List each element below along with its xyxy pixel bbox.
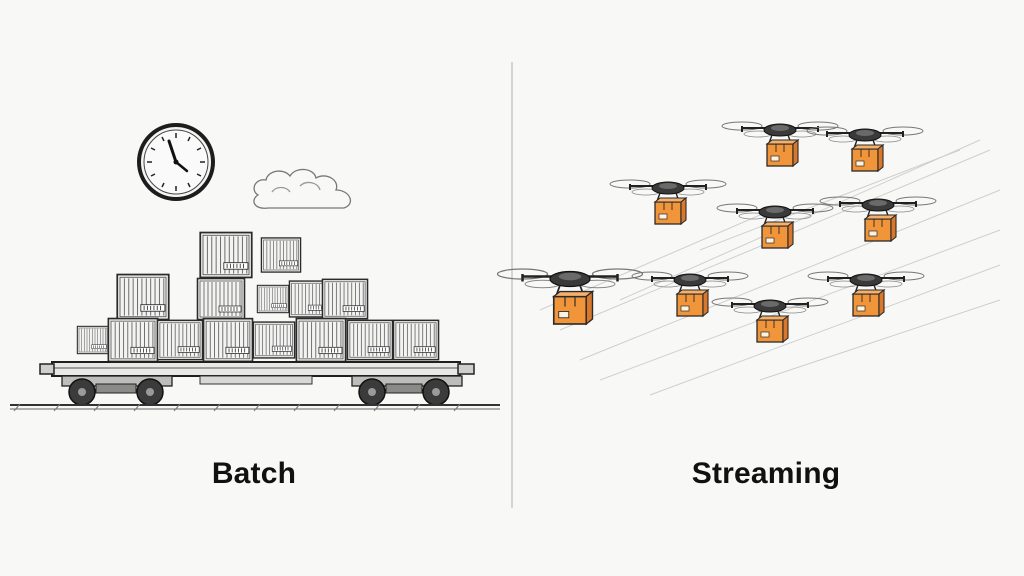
delivery-drone-icon bbox=[496, 267, 644, 326]
freight-train-car-icon bbox=[39, 361, 475, 406]
shipping-container-icon bbox=[260, 237, 302, 273]
shipping-container-icon bbox=[256, 284, 290, 314]
shipping-container-icon bbox=[321, 278, 369, 320]
clock-icon bbox=[137, 123, 215, 201]
delivery-drone-icon bbox=[631, 271, 749, 317]
shipping-container-icon bbox=[252, 321, 296, 359]
delivery-drone-icon bbox=[721, 121, 839, 167]
cloud-icon bbox=[253, 168, 352, 209]
shipping-container-icon bbox=[346, 319, 394, 361]
delivery-drone-icon bbox=[806, 126, 924, 172]
shipping-container-icon bbox=[196, 277, 246, 321]
batch-label: Batch bbox=[211, 457, 297, 490]
shipping-container-icon bbox=[156, 319, 204, 361]
shipping-container-icon bbox=[295, 317, 347, 363]
shipping-container-icon bbox=[392, 319, 440, 361]
shipping-container-icon bbox=[107, 317, 159, 363]
shipping-container-icon bbox=[76, 325, 110, 355]
delivery-drone-icon bbox=[609, 179, 727, 225]
shipping-container-icon bbox=[202, 317, 254, 363]
container-stack bbox=[76, 231, 440, 363]
shipping-container-icon bbox=[116, 273, 170, 321]
delivery-drone-icon bbox=[807, 271, 925, 317]
motion-lines bbox=[539, 139, 1001, 396]
rail-track bbox=[10, 403, 500, 412]
shipping-container-icon bbox=[199, 231, 253, 279]
streaming-label: Streaming bbox=[691, 457, 841, 490]
drone-fleet bbox=[496, 121, 937, 343]
